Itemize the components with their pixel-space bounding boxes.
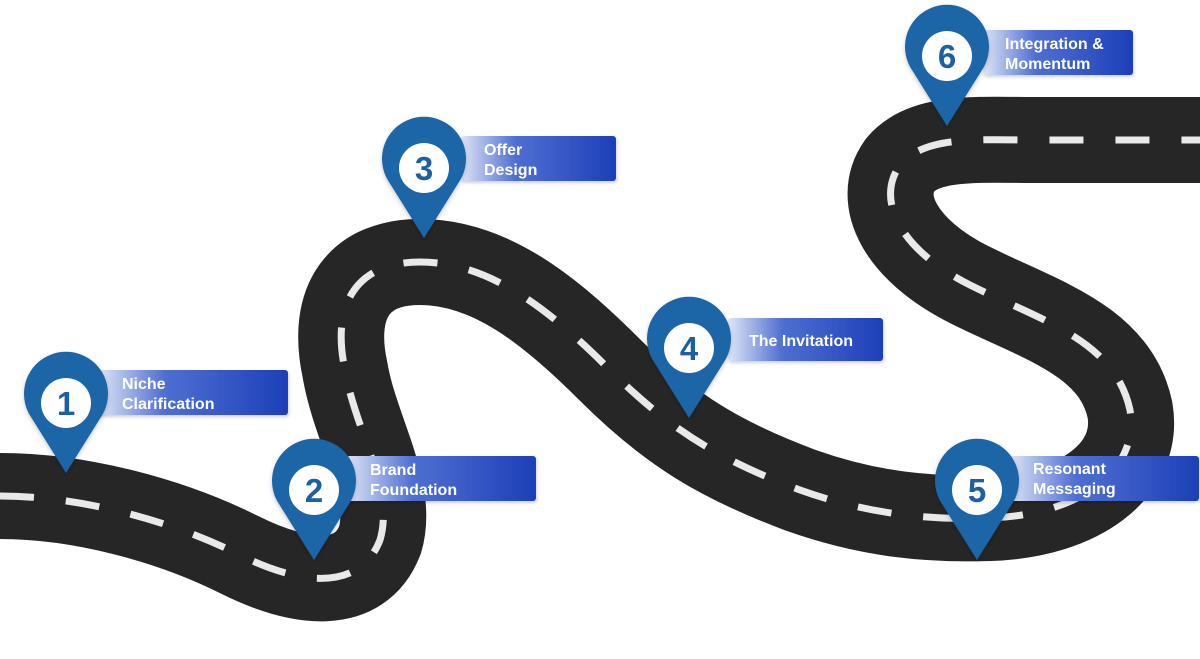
step-5-label-box: Resonant Messaging	[1009, 456, 1199, 501]
step-5-map-pin-icon: 5	[935, 438, 1019, 560]
step-4-map-pin-icon: 4	[647, 296, 731, 418]
step-1-label-line-1: Niche	[122, 376, 166, 393]
step-6-label-line-2: Momentum	[1005, 56, 1090, 73]
step-2-label-line-1: Brand	[370, 462, 416, 479]
step-4-label-line-1: The Invitation	[749, 333, 853, 350]
step-5-label-line-2: Messaging	[1033, 481, 1116, 498]
step-1-label-box: Niche Clarification	[98, 370, 288, 415]
step-6-map-pin-icon: 6	[905, 4, 989, 126]
step-3-label-line-2: Design	[484, 162, 537, 179]
lane-markings	[0, 136, 1200, 582]
step-1-label-line-2: Clarification	[122, 396, 214, 413]
step-4-number: 4	[680, 330, 699, 367]
step-5-number: 5	[968, 472, 986, 509]
step-2-map-pin-icon: 2	[272, 438, 356, 560]
step-3-number: 3	[415, 150, 433, 187]
step-4-label-box: The Invitation	[728, 318, 883, 361]
step-4: The Invitation 4	[647, 296, 883, 418]
road	[0, 96, 1200, 622]
step-3-label-line-1: Offer	[484, 142, 522, 159]
step-2-number: 2	[305, 472, 323, 509]
step-3-label-box: Offer Design	[461, 136, 616, 181]
step-5: Resonant Messaging 5	[935, 438, 1199, 560]
step-1-number: 1	[57, 385, 75, 422]
step-2-label-box: Brand Foundation	[346, 456, 536, 501]
step-6-label-line-1: Integration &	[1005, 36, 1104, 53]
step-1-map-pin-icon: 1	[24, 351, 108, 473]
step-6: Integration & Momentum 6	[905, 4, 1133, 126]
step-3: Offer Design 3	[382, 116, 616, 238]
step-5-label-line-1: Resonant	[1033, 461, 1107, 478]
step-6-label-box: Integration & Momentum	[983, 30, 1133, 75]
step-1: Niche Clarification 1	[24, 351, 288, 473]
step-2-label-line-2: Foundation	[370, 482, 457, 499]
step-2: Brand Foundation 2	[272, 438, 536, 560]
step-3-map-pin-icon: 3	[382, 116, 466, 238]
step-6-number: 6	[938, 38, 956, 75]
